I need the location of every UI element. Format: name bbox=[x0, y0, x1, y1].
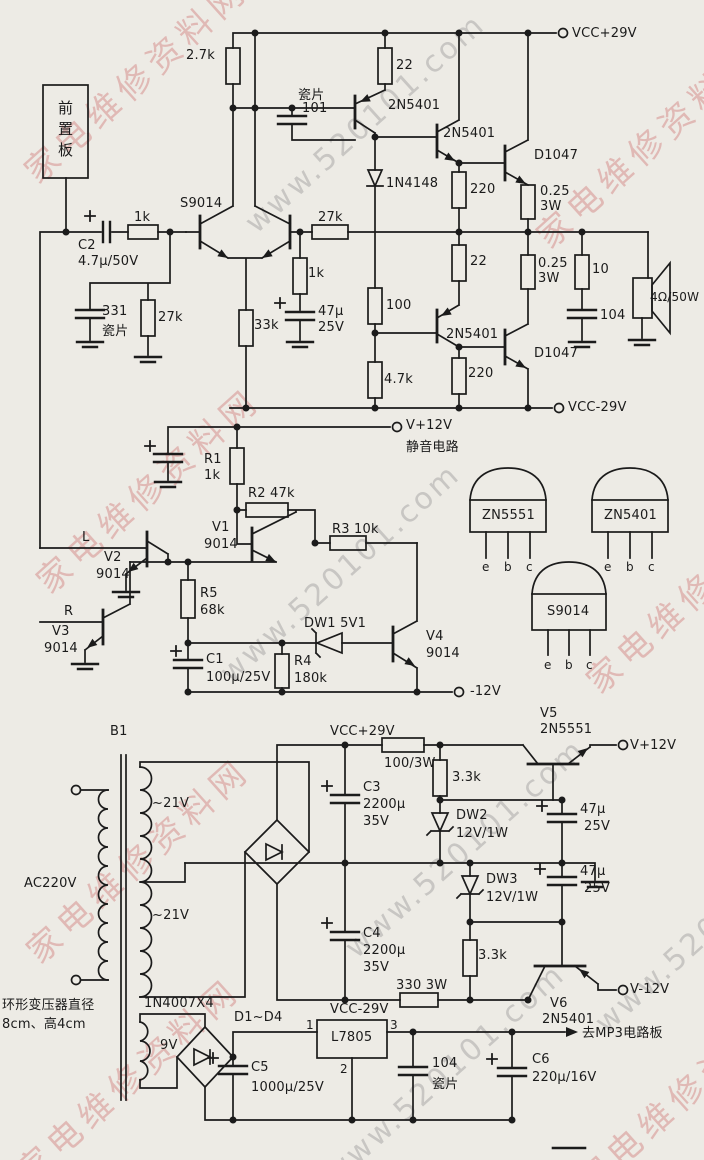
resistor-33k bbox=[238, 309, 254, 347]
resistors bbox=[127, 47, 590, 1008]
terminal-neg12 bbox=[453, 686, 465, 698]
resistor-27k-bias bbox=[140, 299, 156, 337]
amp-wires bbox=[39, 32, 649, 549]
zener-dw3 bbox=[455, 875, 485, 900]
diode-1n4148 bbox=[366, 169, 384, 189]
terminal-v12-mute bbox=[391, 421, 403, 433]
resistor-330-3w bbox=[399, 992, 439, 1008]
resistor-27k-feedback bbox=[311, 224, 349, 240]
resistor-22-mid bbox=[451, 244, 467, 282]
resistor-4k7 bbox=[367, 361, 383, 399]
resistor-22-top bbox=[377, 47, 393, 85]
zener-dw1 bbox=[310, 627, 343, 659]
terminals bbox=[70, 27, 629, 996]
resistor-r4 bbox=[274, 653, 290, 689]
resistor-025-bot bbox=[520, 254, 536, 290]
secondary-coil bbox=[139, 766, 153, 998]
regulator-l7805-box bbox=[316, 1019, 388, 1059]
mp3-arrow bbox=[566, 1027, 578, 1037]
resistor-r5 bbox=[180, 579, 196, 619]
polarity-plus-marks bbox=[84, 210, 548, 1065]
resistor-r2 bbox=[245, 502, 289, 518]
resistor-1k-input bbox=[127, 224, 159, 240]
aux-9v-coil bbox=[138, 1020, 151, 1082]
resistor-220-top bbox=[451, 171, 467, 209]
terminal-ac-bottom bbox=[70, 974, 82, 986]
bridge-rectifier-main bbox=[243, 818, 311, 886]
terminal-ac-top bbox=[70, 784, 82, 796]
psu-wires bbox=[79, 743, 617, 1150]
mute-wires bbox=[39, 426, 453, 693]
resistor-2k7 bbox=[225, 47, 241, 85]
resistor-3k3-a bbox=[432, 759, 448, 797]
terminal-vcc-pos bbox=[557, 27, 569, 39]
resistor-r1 bbox=[229, 447, 245, 485]
resistor-10 bbox=[574, 254, 590, 290]
terminal-v12-out bbox=[617, 739, 629, 751]
primary-coil bbox=[97, 789, 109, 981]
ground-symbols bbox=[70, 338, 657, 889]
resistor-3k3-b bbox=[462, 939, 478, 977]
resistor-1k-feedback bbox=[292, 257, 308, 295]
terminal-vneg12-out bbox=[617, 984, 629, 996]
package-s9014 bbox=[531, 561, 607, 656]
package-outlines bbox=[469, 467, 669, 656]
zener-dw2 bbox=[425, 812, 455, 837]
terminal-vcc-neg bbox=[553, 402, 565, 414]
junction-dots bbox=[62, 29, 586, 1124]
package-zn5401 bbox=[591, 467, 669, 559]
resistor-220-bot bbox=[451, 357, 467, 395]
bridge-rectifier-aux bbox=[175, 1025, 235, 1089]
emitter-arrows bbox=[87, 94, 590, 1037]
resistor-r3 bbox=[329, 535, 367, 551]
preamp-board-box bbox=[42, 84, 89, 179]
capacitors bbox=[74, 114, 598, 1078]
speaker-icon bbox=[632, 260, 671, 336]
resistor-100-3w bbox=[381, 737, 425, 753]
transformer-coils bbox=[97, 766, 153, 1082]
package-zn5551 bbox=[469, 467, 547, 559]
transistor-bars bbox=[101, 94, 587, 968]
resistor-100 bbox=[367, 287, 383, 325]
diodes bbox=[310, 169, 485, 900]
resistor-025-top bbox=[520, 184, 536, 220]
